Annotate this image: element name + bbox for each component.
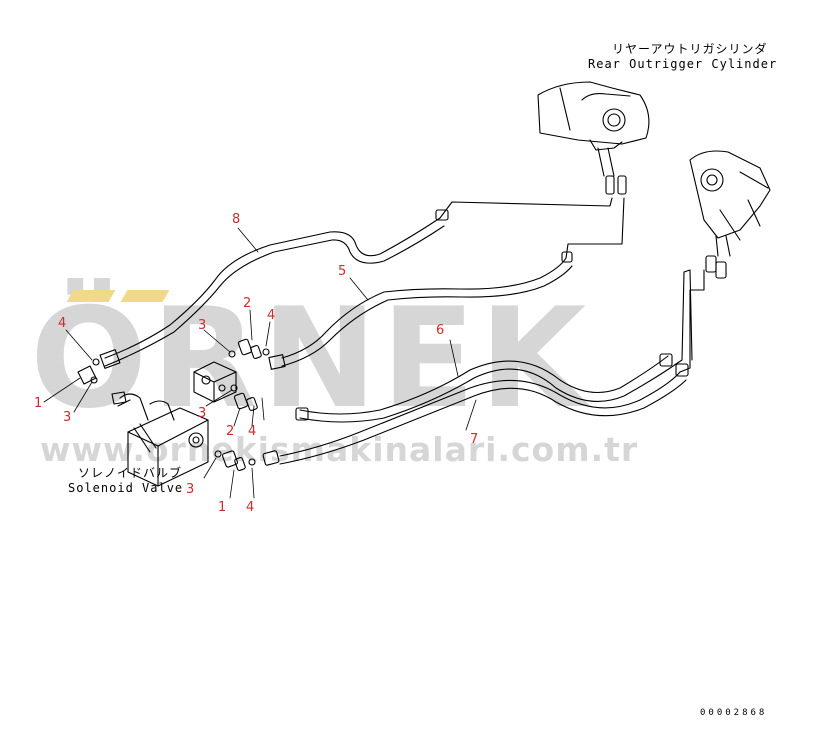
valve-label-jp: ソレノイドバルブ [78,466,183,480]
callout-3: 3 [63,410,72,425]
callout-4: 4 [267,308,276,323]
callout-2: 2 [226,424,235,439]
hose-5 [268,197,625,370]
leader-lines [43,227,477,499]
callout-1: 1 [218,500,227,515]
callout-6: 6 [436,323,445,338]
callout-3: 3 [198,406,207,421]
fittings [77,209,689,471]
rear-outrigger-cylinder-lower [689,150,771,279]
callout-4: 4 [248,424,257,439]
solenoid-valve [111,391,209,487]
cylinder-label-en: Rear Outrigger Cylinder [588,57,778,71]
callout-3: 3 [198,318,207,333]
cylinder-label-jp: リヤーアウトリガシリンダ [612,42,768,56]
callout-4: 4 [246,500,255,515]
solenoid-valve-small [193,361,237,403]
callout-7: 7 [470,432,479,447]
rear-outrigger-cylinder-upper [537,81,650,195]
hose-7 [279,269,705,465]
valve-label-en: Solenoid Valve [68,481,184,495]
callout-8: 8 [232,212,241,227]
drawing-number: 00002868 [700,708,768,718]
callout-5: 5 [338,264,347,279]
callout-2: 2 [243,296,252,311]
callout-3: 3 [186,482,195,497]
hose-8 [99,197,613,369]
callout-4: 4 [58,316,67,331]
callout-1: 1 [34,396,43,411]
hose-6 [299,269,693,423]
